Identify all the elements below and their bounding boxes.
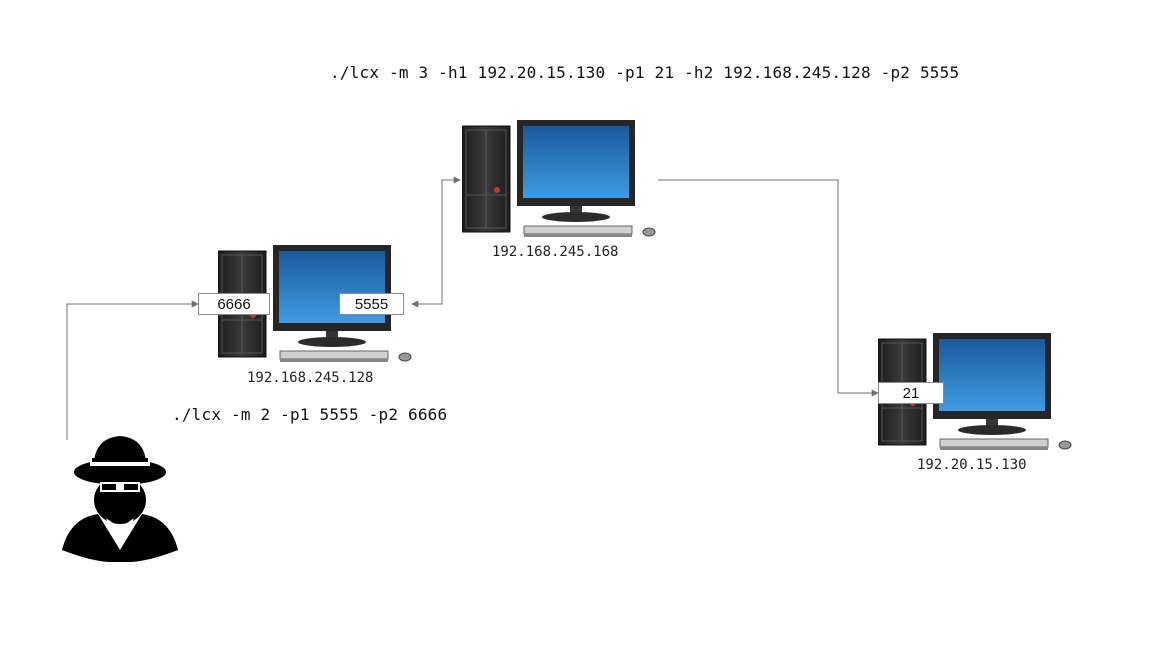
wire-attacker-to-6666	[66, 300, 199, 440]
relay-b-ip: 192.168.245.168	[492, 244, 619, 260]
wire-relay-b-to-5555	[411, 179, 460, 308]
port-6666-label: 6666	[198, 293, 270, 315]
top-command: ./lcx -m 3 -h1 192.20.15.130 -p1 21 -h2 …	[330, 63, 960, 82]
target-ip: 192.20.15.130	[917, 457, 1027, 473]
middle-command: ./lcx -m 2 -p1 5555 -p2 6666	[172, 405, 448, 424]
hacker-icon	[62, 436, 178, 562]
port-21-label: 21	[878, 382, 944, 404]
desktop-computer-icon	[462, 120, 656, 238]
wire-relay-b-to-21	[658, 179, 879, 397]
port-5555-label: 5555	[339, 293, 404, 315]
relay-a-ip: 192.168.245.128	[247, 370, 374, 386]
